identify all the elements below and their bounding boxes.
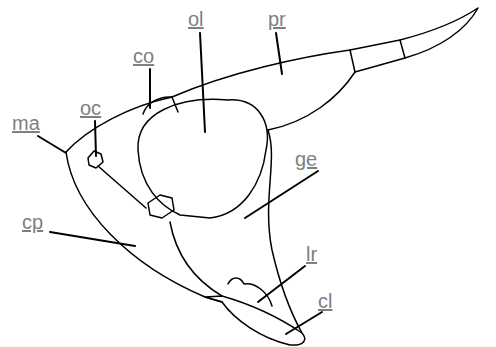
part-label: pr: [268, 8, 286, 30]
cp-outline: [66, 152, 222, 302]
eye-spot: [148, 195, 174, 218]
part-label: cp: [22, 211, 43, 233]
part-label: lr: [306, 243, 317, 265]
leader-lines: [38, 33, 322, 334]
lr-outline: [228, 278, 272, 306]
segment-line: [350, 40, 405, 72]
eye-outline: [138, 99, 267, 218]
part-label: co: [133, 45, 154, 67]
part-label: oc: [80, 97, 101, 119]
part-label: cl: [318, 290, 332, 312]
head-outline: [66, 97, 172, 152]
part-label: ol: [188, 8, 204, 30]
cp-inner-line: [98, 166, 222, 296]
cl-outline: [205, 296, 305, 345]
part-label: ma: [12, 112, 40, 134]
pronotum-outline: [172, 8, 478, 130]
part-label: ge: [295, 148, 317, 170]
